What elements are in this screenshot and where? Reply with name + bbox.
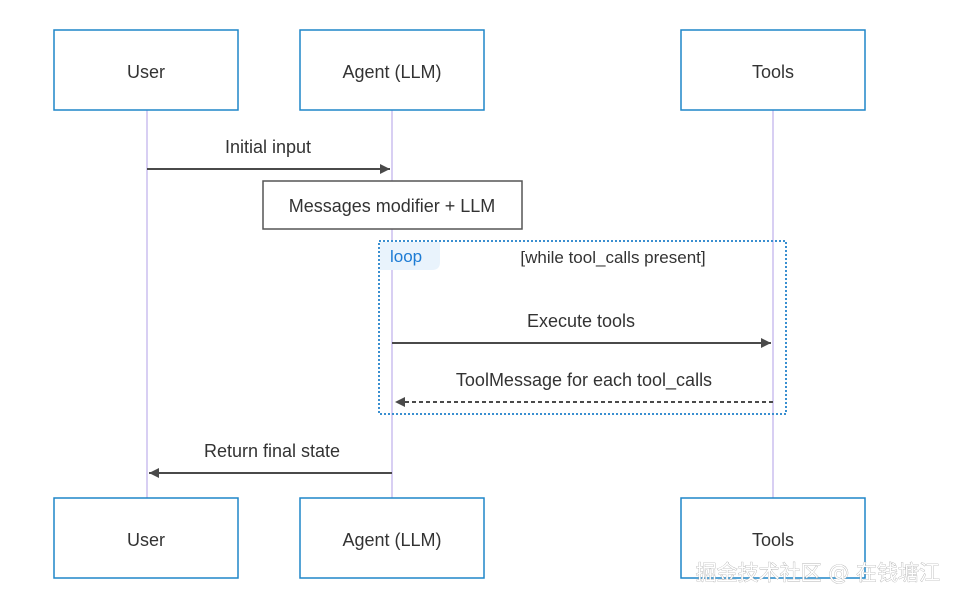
message-return-final-state: Return final state (149, 441, 392, 478)
watermark: 掘金技术社区 @ 在钱塘江 (696, 561, 940, 585)
actor-user-bottom: User (53, 497, 239, 579)
actor-user-bottom-label: User (127, 530, 165, 550)
loop-label: loop (390, 247, 422, 266)
loop-label-tab (380, 242, 440, 270)
actor-user-top: User (53, 29, 239, 111)
actor-agent-top: Agent (LLM) (299, 29, 485, 111)
actor-tools-top: Tools (680, 29, 866, 111)
message-initial-input: Initial input (147, 137, 390, 174)
actor-agent-top-label: Agent (LLM) (342, 62, 441, 82)
message-return-final-state-label: Return final state (204, 441, 340, 461)
message-tool-message: ToolMessage for each tool_calls (395, 370, 773, 407)
message-execute-tools-label: Execute tools (527, 311, 635, 331)
actor-agent-bottom-label: Agent (LLM) (342, 530, 441, 550)
loop-condition: [while tool_calls present] (520, 248, 705, 267)
loop-frame: loop [while tool_calls present] (378, 240, 787, 415)
actor-agent-bottom: Agent (LLM) (299, 497, 485, 579)
actor-tools-bottom-label: Tools (752, 530, 794, 550)
actor-user-top-label: User (127, 62, 165, 82)
message-initial-input-label: Initial input (225, 137, 311, 157)
message-tool-message-label: ToolMessage for each tool_calls (456, 370, 712, 391)
message-execute-tools: Execute tools (392, 311, 771, 348)
actor-tools-bottom: Tools (680, 497, 866, 579)
note-messages-modifier-label: Messages modifier + LLM (289, 196, 496, 216)
note-messages-modifier: Messages modifier + LLM (262, 180, 523, 230)
actor-tools-top-label: Tools (752, 62, 794, 82)
